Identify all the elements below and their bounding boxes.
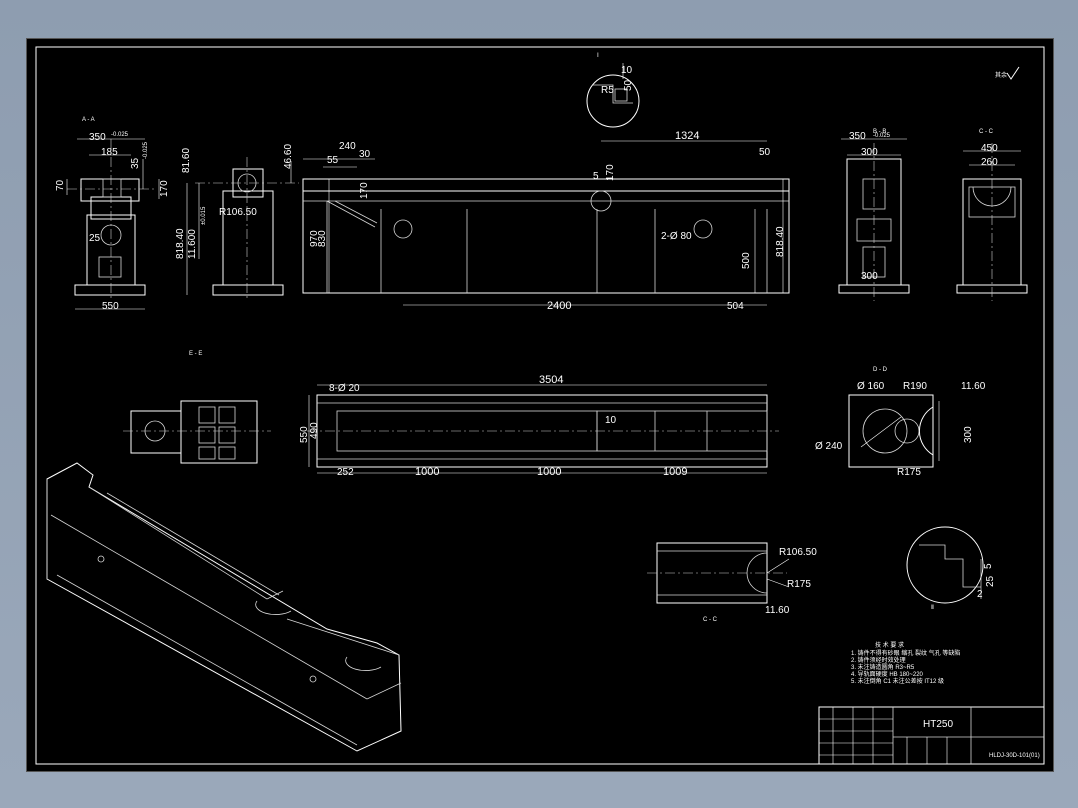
svg-text:R5: R5 [601,85,614,96]
svg-text:25: 25 [89,233,101,244]
svg-text:10: 10 [621,65,633,76]
svg-text:Ⅱ: Ⅱ [931,605,934,611]
svg-text:830: 830 [317,230,328,247]
svg-text:Ø 240: Ø 240 [815,441,843,452]
svg-text:490: 490 [309,422,320,439]
svg-text:170: 170 [359,182,370,199]
svg-text:300: 300 [861,271,878,282]
detail-view-2: Ⅱ 5 25 2 [906,526,996,611]
roughness-symbol: 其余 [995,66,1020,80]
svg-text:2-Ø 80: 2-Ø 80 [661,231,692,242]
section-view-dd: D - D Ø 160 R190 11.60 300 Ø 240 R175 [815,367,986,478]
cad-drawing: A - A 350 -0.025 185 35 -0.025 70 170 25… [35,46,1045,765]
svg-text:170: 170 [605,164,616,181]
svg-text:350: 350 [849,131,866,142]
svg-text:50: 50 [623,79,634,91]
technical-notes: 技 术 要 求 1. 铸件不得有砂眼 缩孔 裂纹 气孔 等缺陷 2. 铸件须经时… [851,641,960,685]
svg-text:818.40: 818.40 [175,228,186,259]
section-view-ee: E - E [123,351,271,464]
svg-text:10: 10 [605,415,617,426]
svg-text:B - B: B - B [873,129,886,135]
drawing-sheet: A - A 350 -0.025 185 35 -0.025 70 170 25… [26,38,1054,772]
svg-text:260: 260 [981,157,998,168]
svg-text:R106.50: R106.50 [779,547,817,558]
svg-text:-0.025: -0.025 [873,133,891,139]
svg-text:8-Ø 20: 8-Ø 20 [329,383,360,394]
svg-text:Ⅰ: Ⅰ [597,53,599,59]
svg-text:504: 504 [727,301,744,312]
section-view-aa: A - A 350 -0.025 185 35 -0.025 70 170 25… [55,117,170,312]
sheet-border [35,46,1045,765]
svg-text:30: 30 [359,149,371,160]
svg-text:-0.025: -0.025 [143,141,149,159]
svg-text:5. 未注倒角 C1 未注公差按 IT12 级: 5. 未注倒角 C1 未注公差按 IT12 级 [851,677,944,685]
svg-text:1000: 1000 [537,466,561,478]
svg-text:55: 55 [327,155,339,166]
svg-text:500: 500 [741,252,752,269]
svg-text:252: 252 [337,467,354,478]
drawing-number: HLDJ-30D-101(01) [989,753,1040,759]
detail-view-1: Ⅰ 10 R5 50 [586,53,640,128]
svg-text:35: 35 [130,157,141,169]
svg-text:R175: R175 [787,579,811,590]
svg-text:R106.50: R106.50 [219,207,257,218]
plan-view: 3504 8-Ø 20 550 490 10 252 1000 1000 100… [299,374,779,478]
svg-text:1. 铸件不得有砂眼 缩孔 裂纹 气孔 等缺陷: 1. 铸件不得有砂眼 缩孔 裂纹 气孔 等缺陷 [851,649,960,657]
svg-text:2400: 2400 [547,300,571,312]
svg-text:300: 300 [963,426,974,443]
svg-text:70: 70 [55,179,66,191]
svg-text:其余: 其余 [995,71,1007,79]
svg-text:-0.025: -0.025 [111,132,129,138]
svg-text:300: 300 [861,147,878,158]
front-view: 240 55 30 170 970 830 1324 50 5 170 2-Ø … [302,130,790,312]
svg-text:E - E: E - E [189,351,202,357]
svg-text:技 术 要 求: 技 术 要 求 [875,641,904,649]
material-label: HT250 [923,719,953,730]
svg-text:±0.015: ±0.015 [201,206,207,225]
svg-text:2. 铸件须经时效处理: 2. 铸件须经时效处理 [851,656,906,664]
svg-text:50: 50 [759,147,771,158]
svg-text:240: 240 [339,141,356,152]
title-block: HT250 HLDJ-30D-101(01) [818,706,1045,765]
svg-text:550: 550 [299,426,310,443]
svg-text:C - C: C - C [979,129,994,135]
svg-text:818.40: 818.40 [775,226,786,257]
svg-text:3. 未注铸造圆角 R3~R5: 3. 未注铸造圆角 R3~R5 [851,663,915,671]
svg-text:R190: R190 [903,381,927,392]
isometric-view [46,462,402,752]
svg-text:1324: 1324 [675,130,699,142]
svg-text:550: 550 [102,301,119,312]
svg-text:450: 450 [981,143,998,154]
svg-text:5: 5 [593,171,599,182]
end-view-left: 818.40 11.600 ±0.015 R106.50 81.60 46.60 [175,144,299,301]
dim-350: 350 [89,132,106,143]
svg-text:4. 导轨面硬度 HB 180~220: 4. 导轨面硬度 HB 180~220 [851,670,924,678]
svg-text:11.60: 11.60 [961,381,986,392]
svg-text:R175: R175 [897,467,921,478]
svg-text:46.60: 46.60 [283,144,294,169]
section-view-cc: C - C 450 260 [956,129,1028,301]
svg-text:5: 5 [983,563,994,569]
svg-text:25: 25 [985,575,996,587]
svg-text:11.600: 11.600 [187,229,198,259]
svg-text:3504: 3504 [539,374,563,386]
svg-text:11.60: 11.60 [765,605,790,616]
section-view-bb: B - B 350 -0.025 300 300 [838,129,910,301]
svg-text:81.60: 81.60 [181,148,192,173]
svg-text:Ø 160: Ø 160 [857,381,885,392]
svg-text:1009: 1009 [663,466,687,478]
section-label-aa: A - A [82,117,95,123]
section-view-cc-lower: C - C R106.50 R175 11.60 [647,542,817,623]
svg-text:2: 2 [977,589,983,600]
svg-text:C - C: C - C [703,617,718,623]
svg-text:170: 170 [159,180,170,197]
svg-text:970: 970 [309,230,320,247]
svg-text:185: 185 [101,147,118,158]
svg-text:1000: 1000 [415,466,439,478]
svg-text:D - D: D - D [873,367,888,373]
